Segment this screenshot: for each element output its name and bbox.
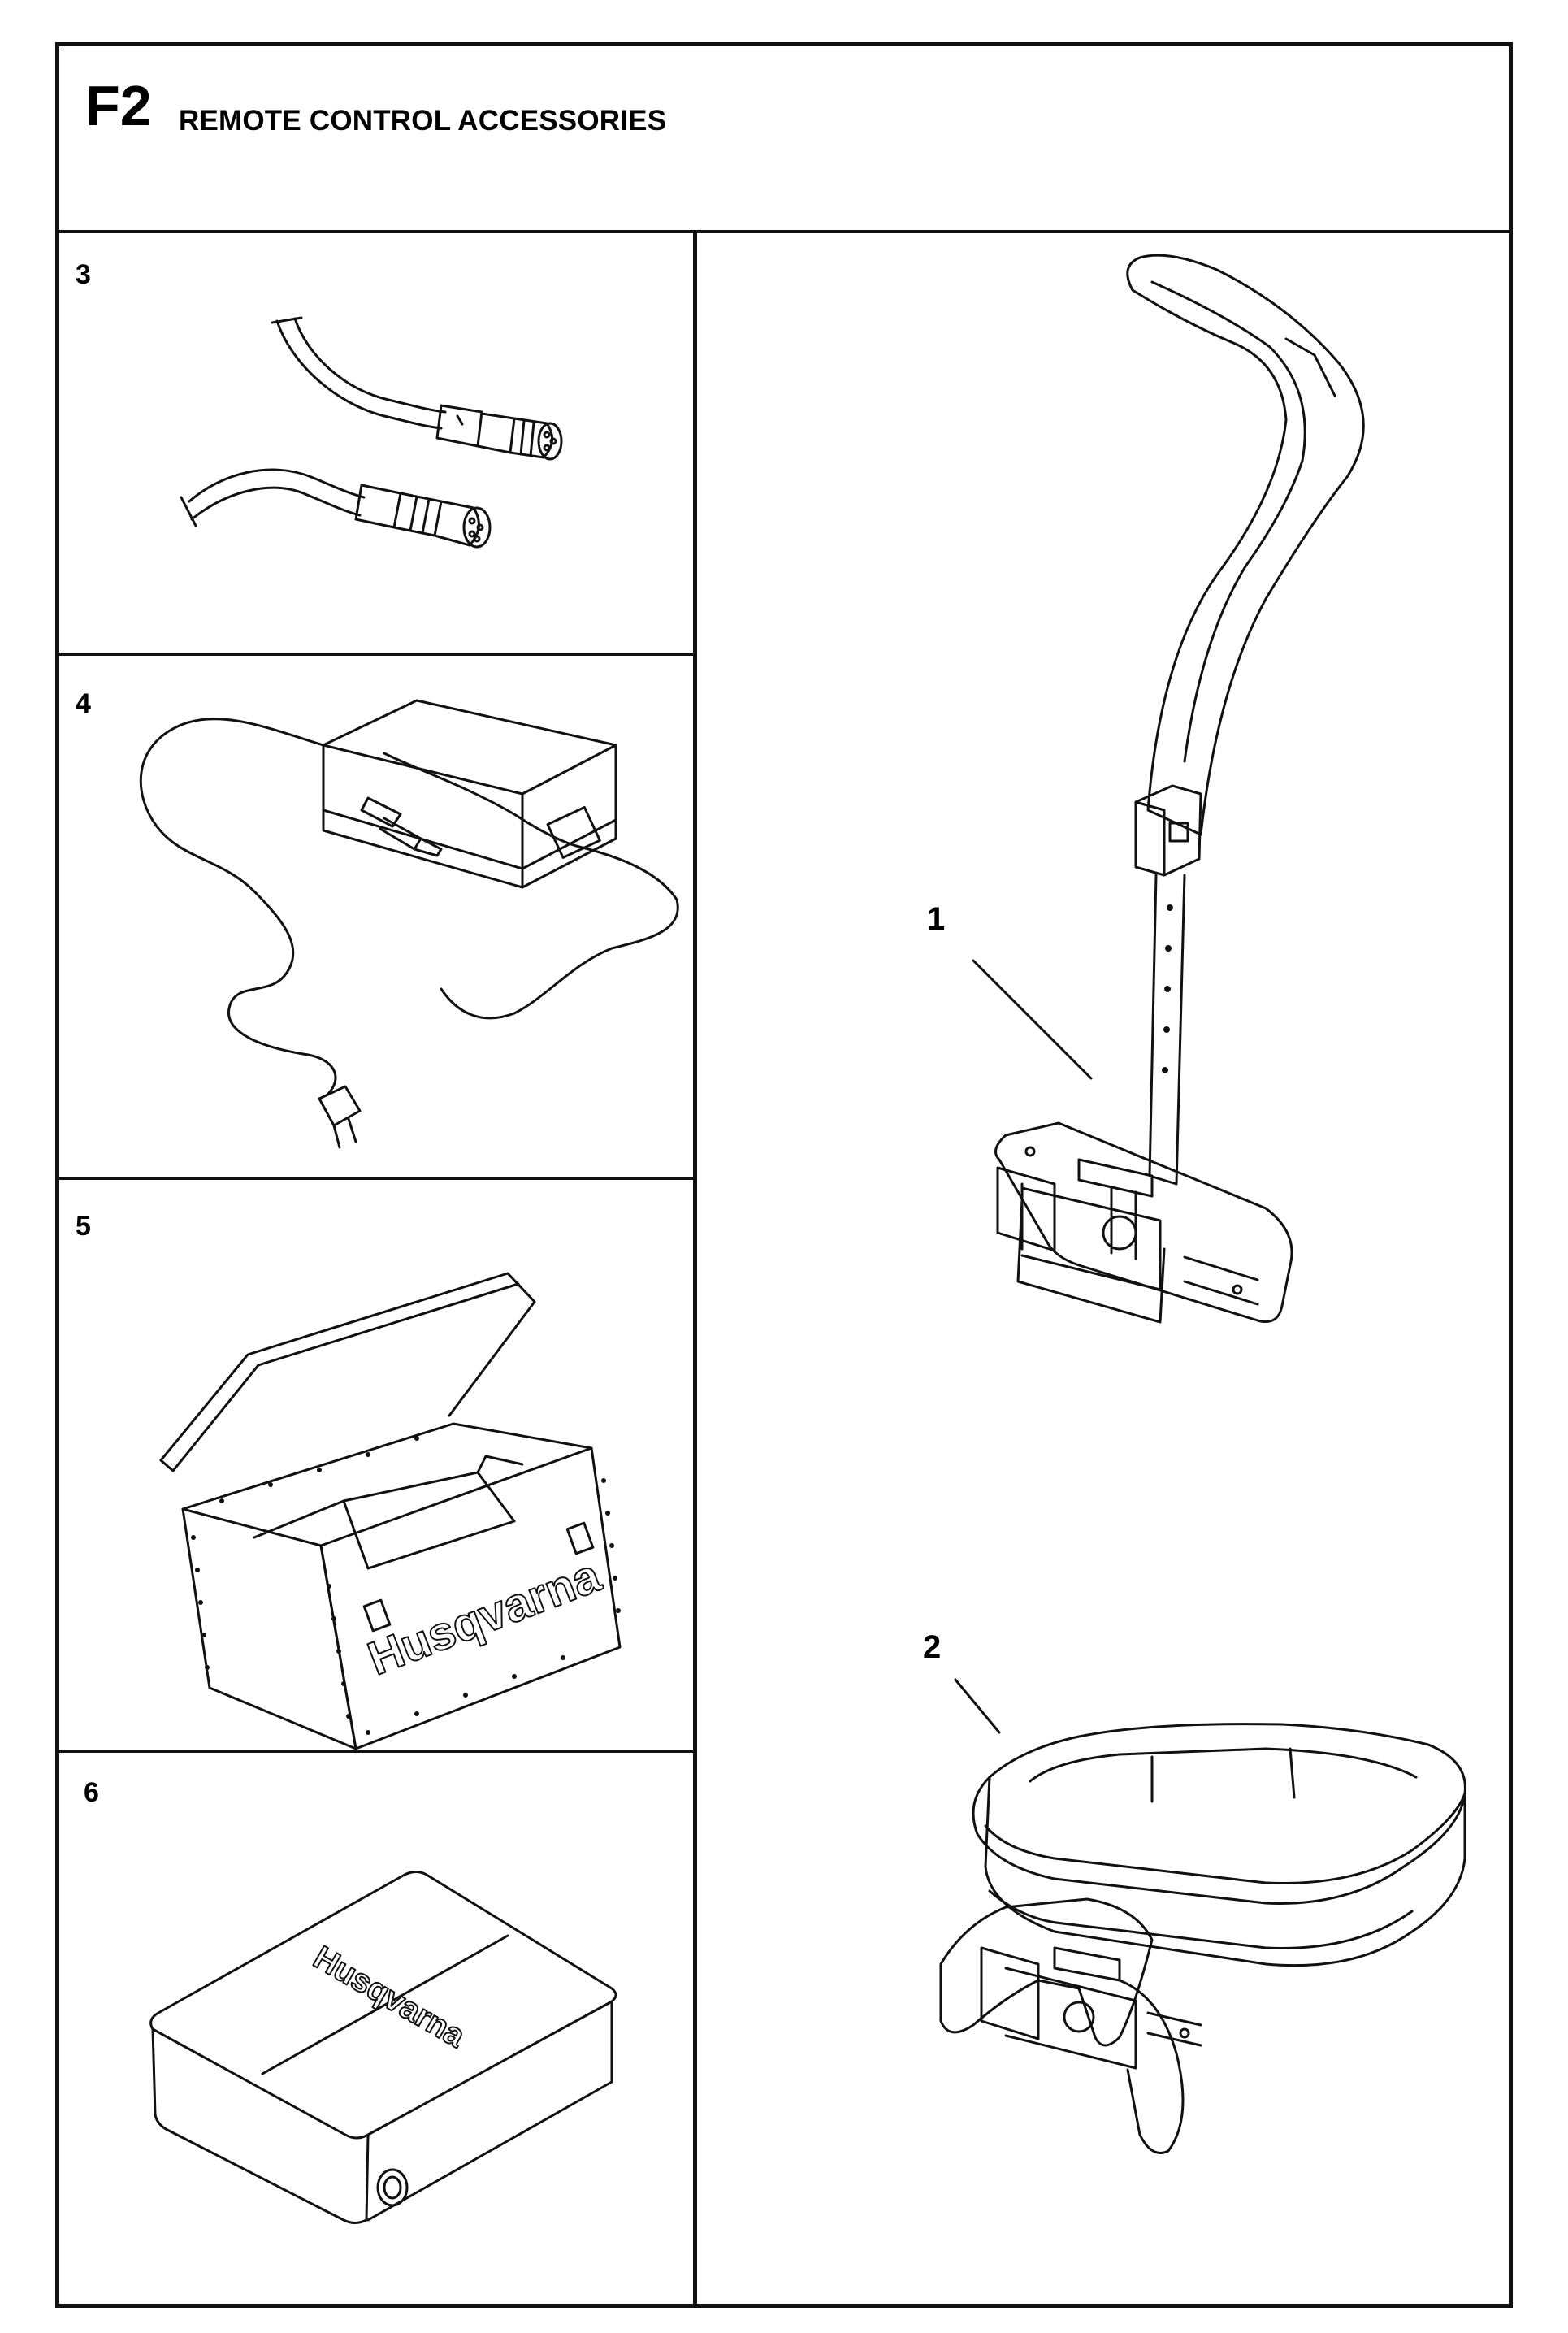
transport-box-icon: Husqvarna (159, 1272, 622, 1750)
shoulder-harness-icon (972, 254, 1365, 1324)
waist-belt-icon (939, 1678, 1466, 2154)
section-code: F2 (85, 74, 152, 137)
section-title: REMOTE CONTROL ACCESSORIES (179, 105, 667, 137)
power-adapter-icon (139, 699, 679, 1149)
part-number-4: 4 (76, 688, 91, 719)
case-brand-logo: Husqvarna (308, 1940, 472, 2055)
panel-part-3: 3 (59, 233, 693, 656)
part-number-6: 6 (84, 1777, 99, 1808)
part-number-5: 5 (76, 1211, 91, 1242)
battery-case-icon: Husqvarna (149, 1871, 617, 2224)
panel-part-4: 4 (59, 656, 693, 1180)
left-column: 3 (59, 233, 697, 2308)
parts-sheet: F2 REMOTE CONTROL ACCESSORIES 3 (55, 42, 1513, 2308)
cable-connectors-icon (180, 316, 563, 549)
right-column: 1 2 (697, 233, 1510, 2308)
part-number-3: 3 (76, 259, 91, 290)
panel-part-5: 5 (59, 1180, 693, 1753)
callout-part-1: 1 (927, 901, 946, 937)
callout-part-2: 2 (923, 1629, 942, 1665)
sheet-header: F2 REMOTE CONTROL ACCESSORIES (59, 46, 1509, 233)
panel-part-6: 6 Husqvarna (59, 1753, 693, 2308)
